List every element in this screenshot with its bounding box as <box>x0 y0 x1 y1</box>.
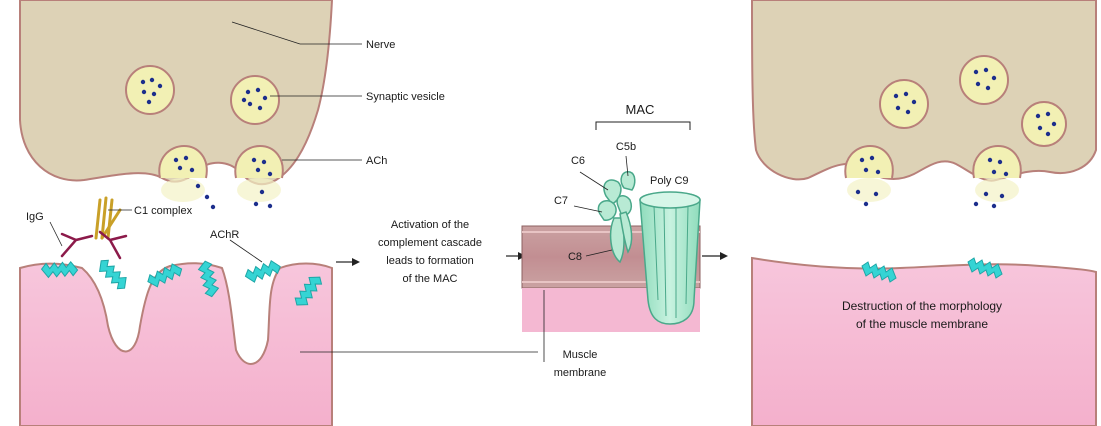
synaptic-vesicle <box>1022 102 1066 146</box>
c1-complex-label: C1 complex <box>134 205 193 217</box>
igg-label: IgG <box>26 211 44 223</box>
svg-text:Destruction of the morphology: Destruction of the morphology <box>842 299 1002 313</box>
synaptic-vesicle-label: Synaptic vesicle <box>366 91 445 103</box>
svg-text:membrane: membrane <box>554 367 607 379</box>
achr-label: AChR <box>210 229 239 241</box>
mac-bracket <box>596 122 690 130</box>
c8-label: C8 <box>568 251 582 263</box>
c5b-label: C5b <box>616 141 636 153</box>
activation-text: Activation of the complement cascade lea… <box>378 219 482 285</box>
poly-c9-pore <box>640 192 700 324</box>
svg-text:complement cascade: complement cascade <box>378 237 482 249</box>
svg-text:Activation of the: Activation of the <box>391 219 469 231</box>
poly-c9-label: Poly C9 <box>650 175 689 187</box>
mac-label: MAC <box>626 102 655 117</box>
igg-antibody <box>62 232 126 258</box>
synaptic-vesicle <box>231 76 279 124</box>
svg-text:of the MAC: of the MAC <box>402 273 457 285</box>
muscle-flattened <box>752 258 1096 426</box>
ach-label: ACh <box>366 155 387 167</box>
synaptic-vesicle <box>960 56 1008 104</box>
synaptic-vesicle <box>880 80 928 128</box>
nerve-label: Nerve <box>366 39 395 51</box>
svg-text:leads to formation: leads to formation <box>386 255 473 267</box>
svg-text:of the muscle membrane: of the muscle membrane <box>856 317 988 331</box>
c7-label: C7 <box>554 195 568 207</box>
c6-label: C6 <box>571 155 585 167</box>
arrow-left-to-middle <box>336 258 360 266</box>
synaptic-vesicle <box>126 66 174 114</box>
muscle-membrane-label: Muscle membrane <box>554 349 607 379</box>
arrow-middle-to-right <box>702 252 728 260</box>
svg-text:Muscle: Muscle <box>563 349 598 361</box>
muscle-postsynaptic-folded <box>20 263 332 426</box>
